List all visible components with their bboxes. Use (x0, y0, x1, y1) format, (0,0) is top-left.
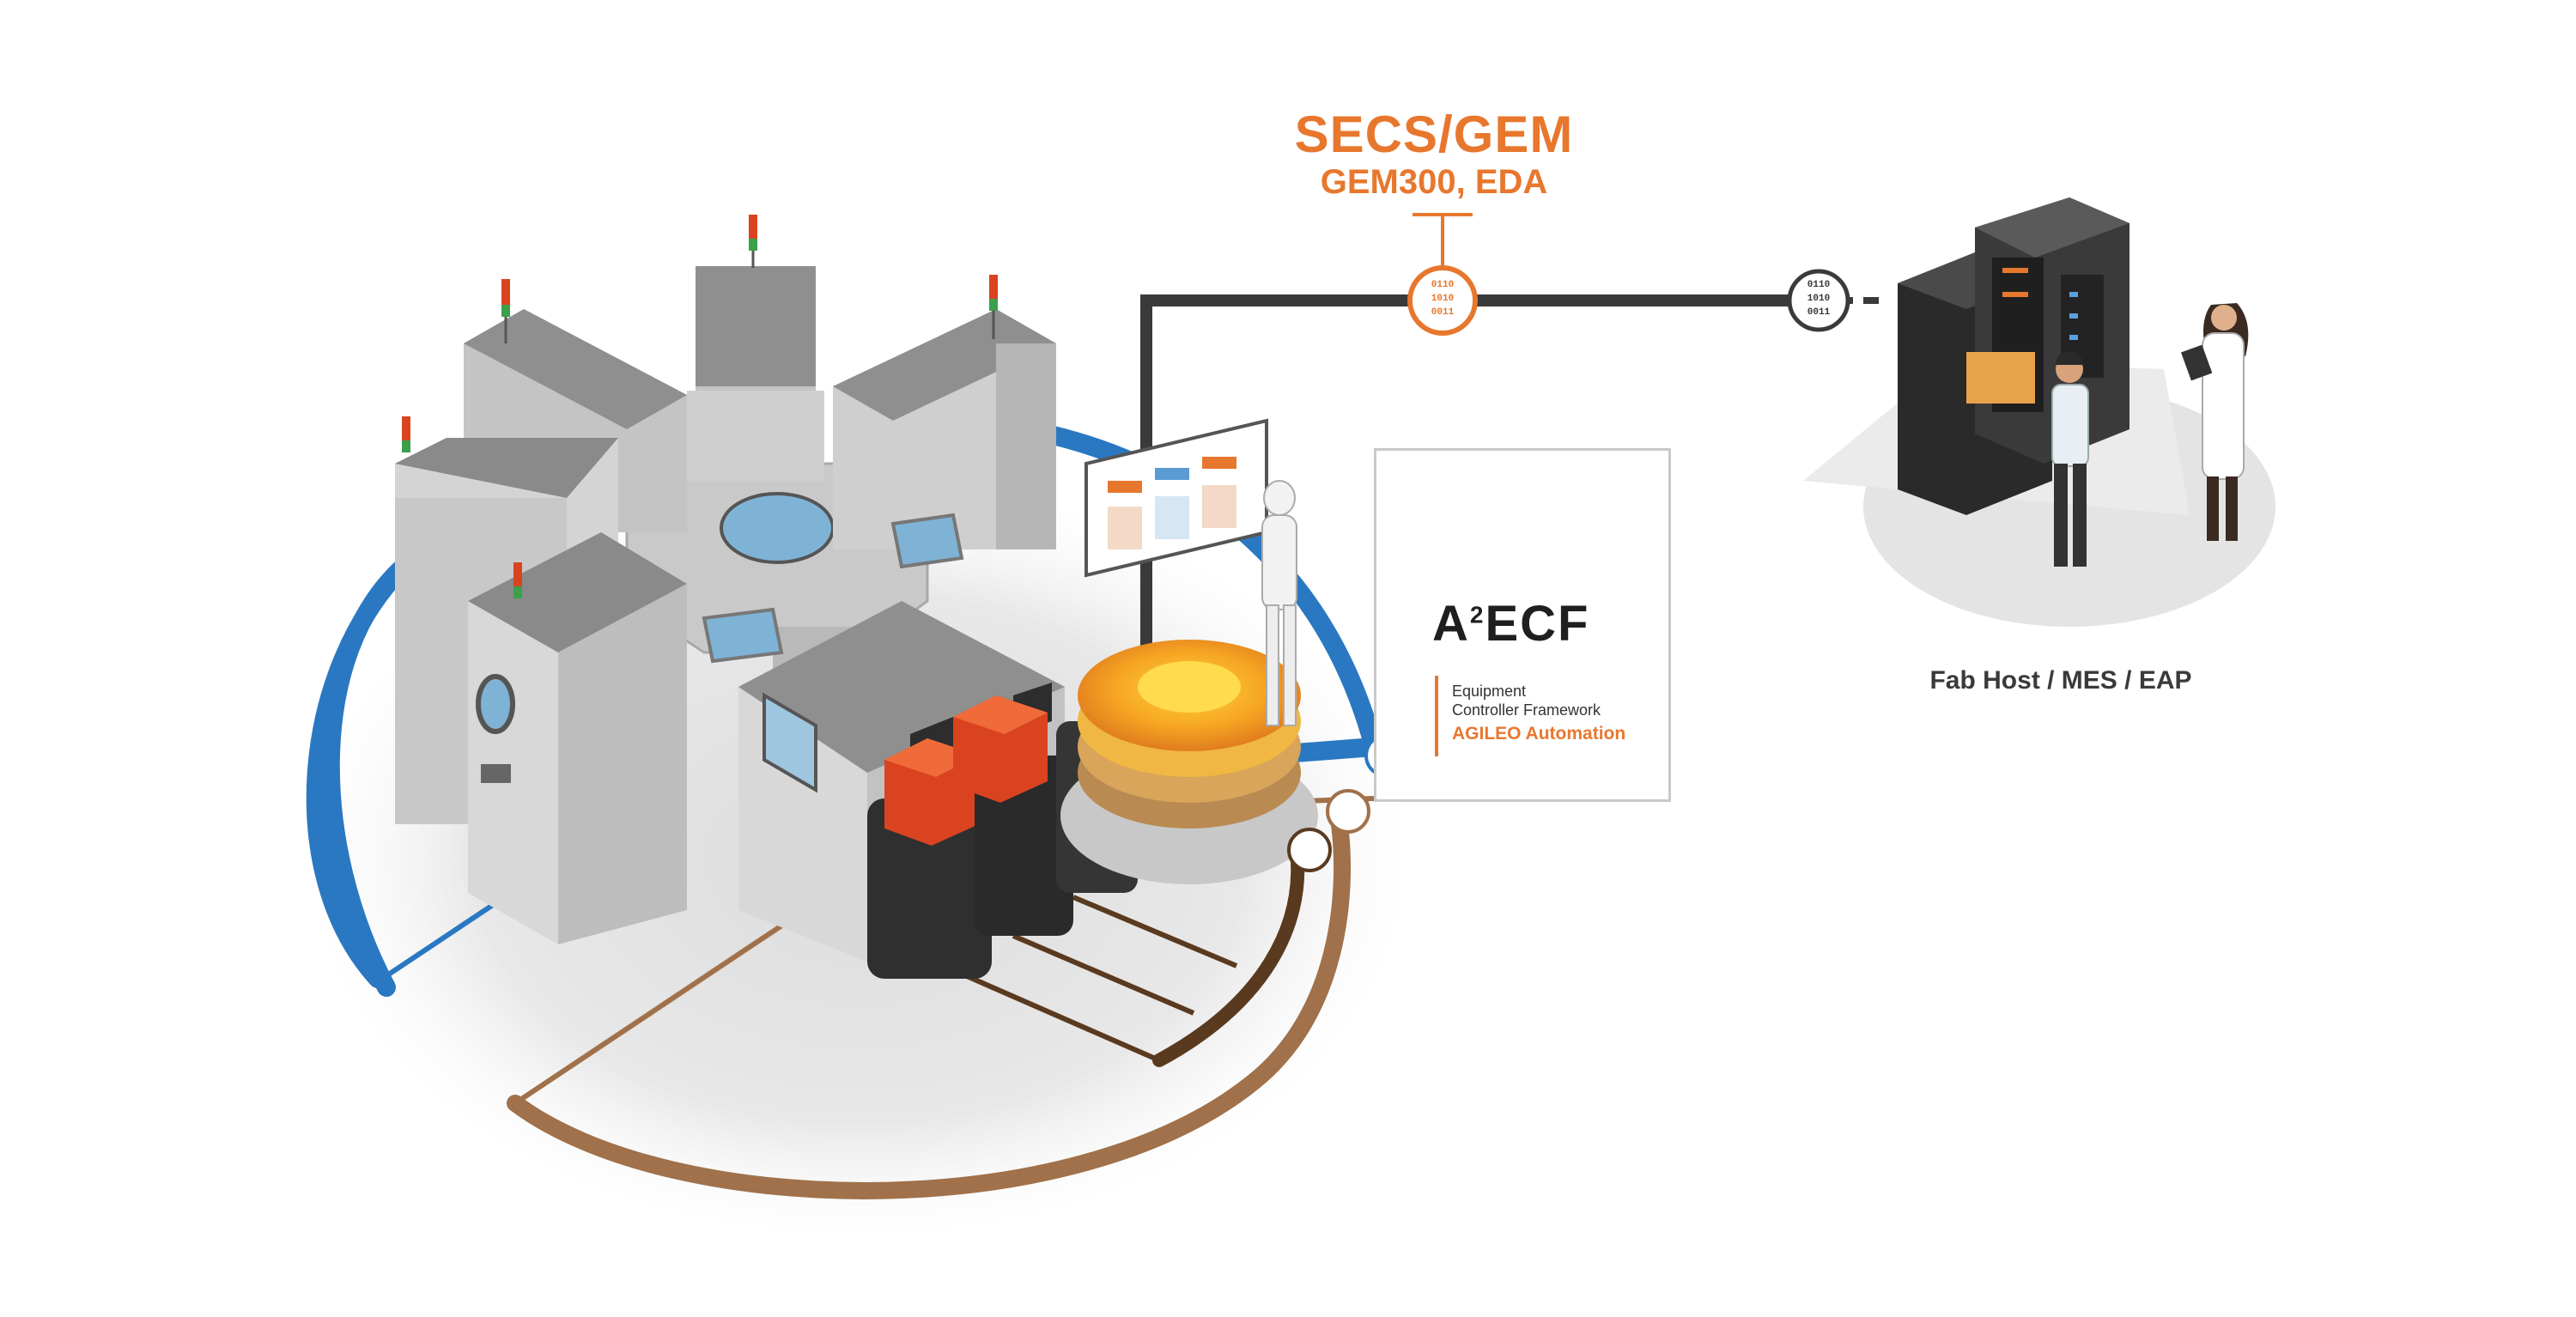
protocol-subtitle: GEM300, EDA (1320, 163, 1548, 201)
process-module-top (687, 266, 824, 481)
protocol-title: SECS/GEM (1294, 106, 1574, 163)
host-binary-node-text: 0110 1010 0011 (1797, 278, 1840, 319)
engineer-icon (1261, 480, 1297, 726)
host-label: Fab Host / MES / EAP (1929, 666, 2192, 695)
host-binary-line-3: 0011 (1807, 307, 1831, 318)
product-name-base: A (1432, 596, 1470, 652)
product-description-line2: Controller Framework (1452, 701, 1601, 719)
product-name-rest: ECF (1485, 596, 1590, 652)
product-name-sup: 2 (1469, 601, 1485, 628)
scientist-icon (2180, 303, 2249, 541)
logo-divider (1435, 676, 1438, 756)
signal-tower-icon (402, 215, 998, 598)
server-rack-icon (1898, 197, 2129, 515)
foup-loadport-2 (953, 695, 1073, 936)
host-binary-line-2: 1010 (1807, 294, 1831, 304)
company-name: AGILEO Automation (1452, 724, 1626, 743)
monitor-icon (1084, 418, 1268, 578)
product-logo-card: A2ECF Equipment Controller Framework AGI… (1374, 448, 1671, 802)
binary-line-1: 0110 (1431, 280, 1455, 290)
binary-line-3: 0011 (1431, 307, 1455, 318)
brown-outer-arc (507, 816, 1352, 1199)
technician-icon (2051, 351, 2089, 567)
host-binary-line-1: 0110 (1807, 280, 1831, 290)
product-name: A2ECF (1432, 595, 1589, 652)
process-module-right-back (833, 309, 1056, 549)
process-module-front-left (468, 532, 687, 944)
binary-node-icon (1407, 265, 1478, 336)
binary-node-text: 0110 1010 0011 (1421, 278, 1464, 319)
binary-line-2: 1010 (1431, 294, 1455, 304)
dark-brown-arc (1152, 843, 1305, 1067)
controller-stack (1060, 640, 1318, 884)
product-description-line1: Equipment (1452, 683, 1527, 700)
